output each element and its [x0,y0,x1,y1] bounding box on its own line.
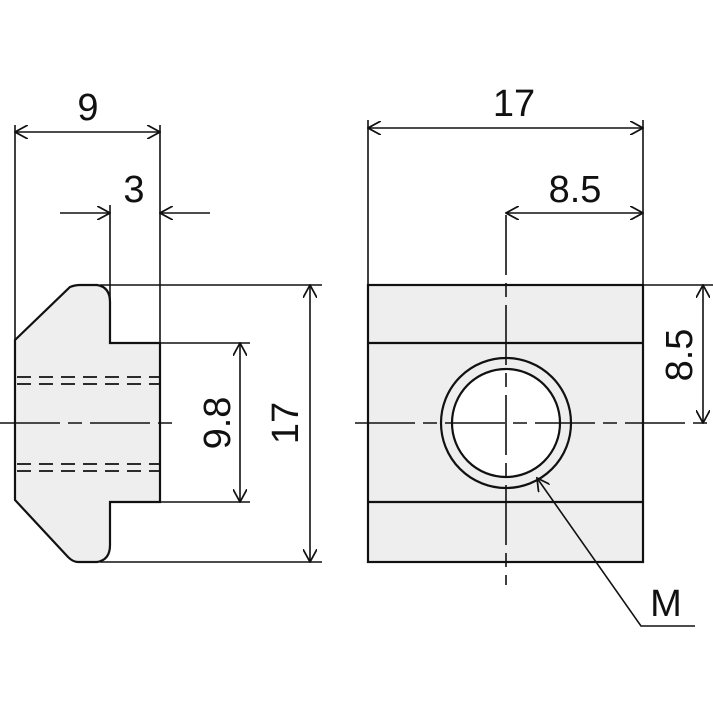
dim-side-width: 9 [77,87,98,129]
thread-label: M [650,583,682,625]
dim-half-width: 8.5 [549,169,602,211]
dim-slot: 9.8 [197,397,239,450]
dim-half-height: 8.5 [659,329,701,382]
dim-neck: 3 [123,169,144,211]
side-view: 9 3 9.8 17 [0,87,322,562]
dim-side-height: 17 [265,402,307,444]
front-view: 17 8.5 8.5 M [355,83,713,627]
dim-front-width: 17 [493,83,535,125]
leader-line [537,478,695,627]
